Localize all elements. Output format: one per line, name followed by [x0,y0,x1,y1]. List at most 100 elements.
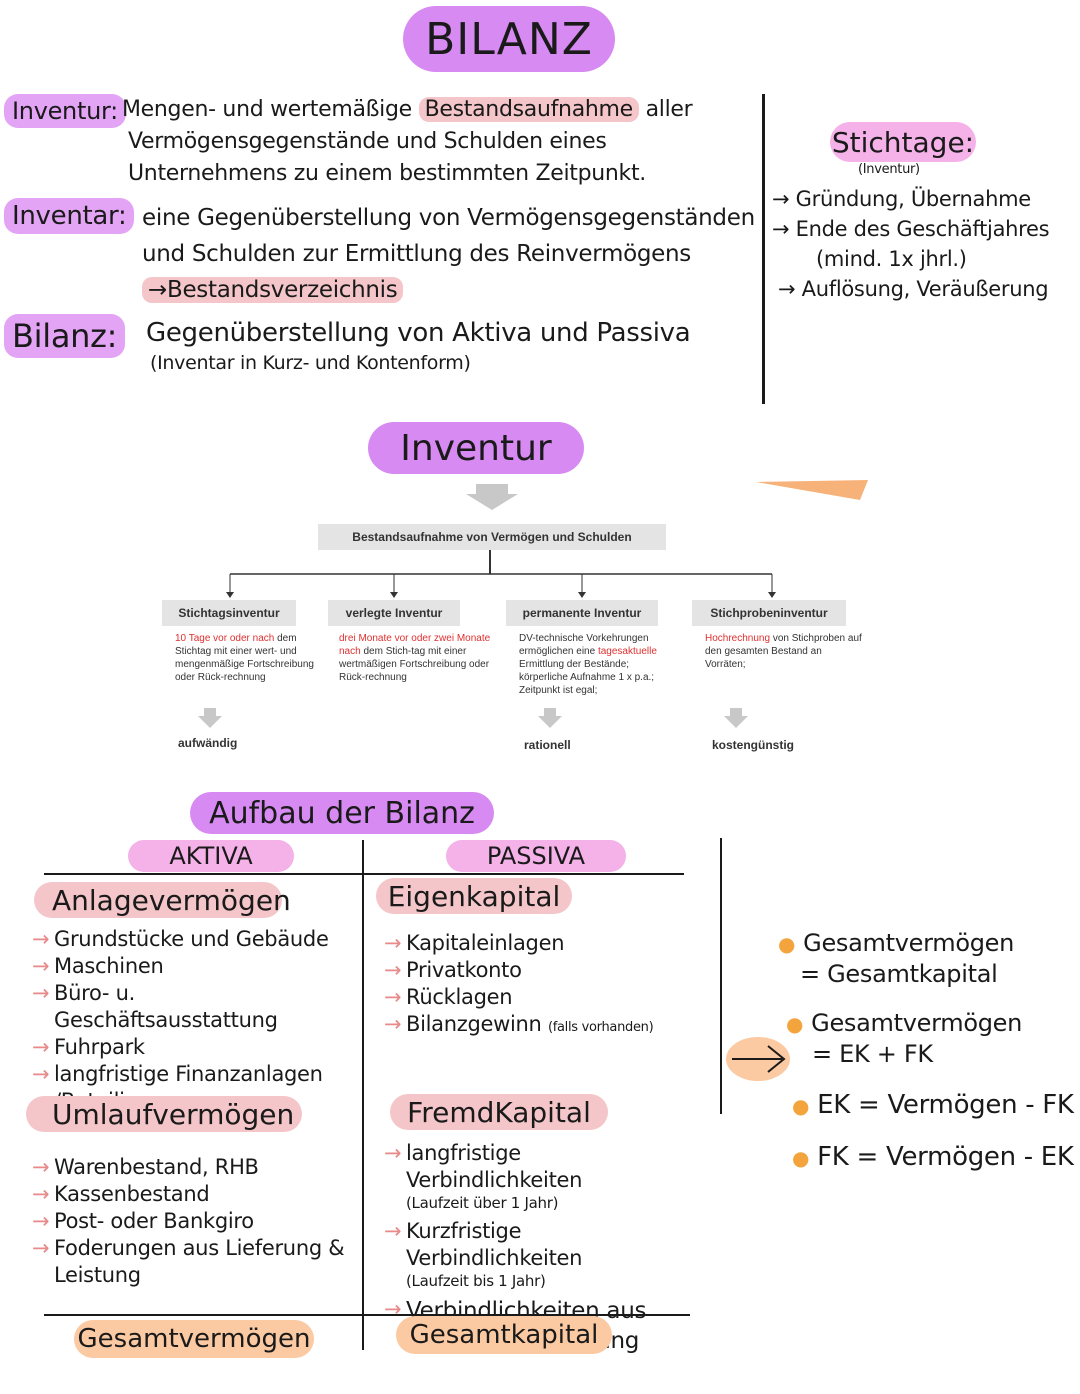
diagram-result-aufwaendig: aufwändig [178,736,238,750]
list-item-text: Maschinen [54,954,164,978]
anlagevermoegen-title: Anlagevermögen [34,882,291,918]
def-line: und Schulden zur Ermittlung des Reinverm… [142,241,691,267]
formula-text: = EK + FK [812,1040,933,1068]
formula-4: ● FK = Vermögen - EK [792,1142,1074,1173]
def-line: (Inventar in Kurz- und Kontenform) [150,352,471,374]
arrow-right-icon [726,1037,790,1081]
bullet-dot-icon: ● [786,1012,804,1036]
diag-desc-text: dem Stich-tag mit einer wertmäßigen Fort… [339,646,490,683]
diag-desc-text: Ermittlung der Bestände; körperliche Auf… [519,659,655,696]
gesamtkapital-total: Gesamtkapital [396,1316,612,1354]
divider-top [762,94,765,404]
diagram-desc-permanente: DV-technische Vorkehrungen ermöglichen e… [519,632,679,697]
term-inventar: Inventar: [4,198,135,234]
def-line: aller [645,97,693,122]
list-item-sub: (Laufzeit über 1 Jahr) [406,1194,559,1212]
passiva-label: PASSIVA [446,840,626,872]
diag-desc-text: dem Stichtag mit einer wert- und mengenm… [175,633,314,683]
diagram-type-verlegte: verlegte Inventur [328,600,460,626]
diagram-type-stichproben: Stichprobeninventur [692,600,846,626]
eigenkapital-list: →Kapitaleinlagen →Privatkonto →Rücklagen… [384,930,704,1041]
list-item: →Foderungen aus Lieferung & Leistung [32,1236,345,1287]
list-item-text: Post- oder Bankgiro [54,1209,254,1233]
diag-desc-red: tagesaktuelle [597,646,657,657]
aufbau-heading: Aufbau der Bilanz [190,792,494,834]
diagram-desc-verlegte: drei Monate vor oder zwei Monate nach de… [339,632,491,684]
t-account-bottom-line [44,1314,690,1316]
stichtage-subtitle: (Inventur) [858,162,920,177]
list-item-text: Bilanzgewinn [406,1012,542,1036]
diag-desc-text: von Stichproben auf den gesamten Bestand… [705,633,862,670]
list-item: →Maschinen [32,954,164,978]
t-account-center-line [362,840,364,1350]
page-title: BILANZ [403,6,615,72]
list-item-text: Kapitaleinlagen [406,931,565,955]
diagram-type-permanente: permanente Inventur [506,600,658,626]
diag-desc-red: 10 Tage vor oder nach [175,633,275,644]
t-account-top-line [44,873,684,875]
list-item: →Bilanzgewinn (falls vorhanden) [384,1012,654,1036]
list-item-text: Privatkonto [406,958,522,982]
list-item-text: Rücklagen [406,985,513,1009]
diagram-desc-stichproben: Hochrechnung von Stichproben auf den ges… [705,632,865,671]
aufbau-heading-text: Aufbau der Bilanz [209,795,475,831]
list-item: →Rücklagen [384,985,513,1009]
diagram-result-kostenguenstig: kostengünstig [712,738,795,752]
umlaufvermoegen-title: Umlaufvermögen [26,1096,302,1132]
stichtage-item: (mind. 1x jhrl.) [816,247,967,271]
list-item-text: Grundstücke und Gebäude [54,927,329,951]
gesamtkapital-total-text: Gesamtkapital [409,1320,599,1350]
formula-text: FK = Vermögen - EK [817,1142,1074,1172]
bullet-dot-icon: ● [792,1094,810,1118]
term-bilanz: Bilanz: [4,314,126,358]
highlight-bestandsaufnahme: Bestandsaufnahme [418,97,639,122]
diag-desc-red: Hochrechnung [705,633,771,644]
list-item-text: Foderungen aus Lieferung & Leistung [54,1236,345,1287]
formula-text: Gesamtvermögen [811,1009,1023,1037]
aktiva-label-text: AKTIVA [169,842,253,870]
divider-right [720,838,722,1114]
diagram-result-rationell: rationell [524,738,571,752]
def-line: Gegenüberstellung von Aktiva und Passiva [146,318,691,348]
def-line: Mengen- und wertemäßige [122,97,412,122]
fremdkapital-title-text: FremdKapital [407,1095,591,1129]
definition-inventar-text: eine Gegenüberstellung von Vermögensgege… [142,200,762,308]
stichtage-list: → Gründung, Übernahme → Ende des Geschäf… [772,184,1050,304]
anlagevermoegen-title-text: Anlagevermögen [52,883,291,917]
list-item-text: Kurzfristige Verbindlichkeiten [406,1219,583,1270]
list-item-text: Fuhrpark [54,1035,145,1059]
fremdkapital-title: FremdKapital [390,1094,608,1130]
diagram-type-stichtagsinventur: Stichtagsinventur [162,600,296,626]
gesamtvermoegen-total: Gesamtvermögen [74,1320,314,1358]
list-item: →Kassenbestand [32,1182,210,1206]
umlaufvermoegen-title-text: Umlaufvermögen [52,1097,295,1131]
passiva-label-text: PASSIVA [486,842,586,870]
formula-2: ● Gesamtvermögen = EK + FK [786,1008,1022,1069]
stichtage-item: → Ende des Geschäftjahres [772,217,1050,241]
eigenkapital-title-text: Eigenkapital [387,879,561,913]
eigenkapital-title: Eigenkapital [376,878,572,914]
formula-3: ●EK = Vermögen - FK [792,1090,1074,1121]
list-item: →Privatkonto [384,958,522,982]
list-item: → Kurzfristige Verbindlichkeiten (Laufze… [384,1218,694,1290]
stichtage-title-text: Stichtage: [831,125,975,159]
bullet-dot-icon: ● [792,1146,810,1170]
list-item: →Fuhrpark [32,1035,145,1059]
term-inventur: Inventur: [4,94,126,128]
bilanzgewinn-note: (falls vorhanden) [547,1020,654,1035]
formula-text: Gesamtvermögen [803,929,1015,957]
formula-1: ●Gesamtvermögen = Gesamtkapital [778,928,1014,989]
diag-desc-red: drei Monate vor oder zwei Monate nach [339,633,491,657]
definition-inventur-text: Mengen- und wertemäßige Bestandsaufnahme… [122,94,742,190]
stichtage-item: → Auflösung, Veräußerung [778,277,1049,301]
stichtage-title: Stichtage: [830,122,976,162]
definition-bilanz-text: Gegenüberstellung von Aktiva und Passiva… [146,316,766,376]
list-item: →Post- oder Bankgiro [32,1209,254,1233]
list-item-sub: (Laufzeit bis 1 Jahr) [406,1272,546,1290]
gesamtvermoegen-total-text: Gesamtvermögen [77,1324,311,1354]
page-title-text: BILANZ [425,13,593,65]
anlage-list: →Grundstücke und Gebäude →Maschinen →Bür… [32,926,352,1115]
def-line: Unternehmens zu einem bestimmten Zeitpun… [128,161,647,186]
formula-text: = Gesamtkapital [800,960,998,988]
diagram-desc-stichtags: 10 Tage vor oder nach dem Stichtag mit e… [175,632,315,684]
